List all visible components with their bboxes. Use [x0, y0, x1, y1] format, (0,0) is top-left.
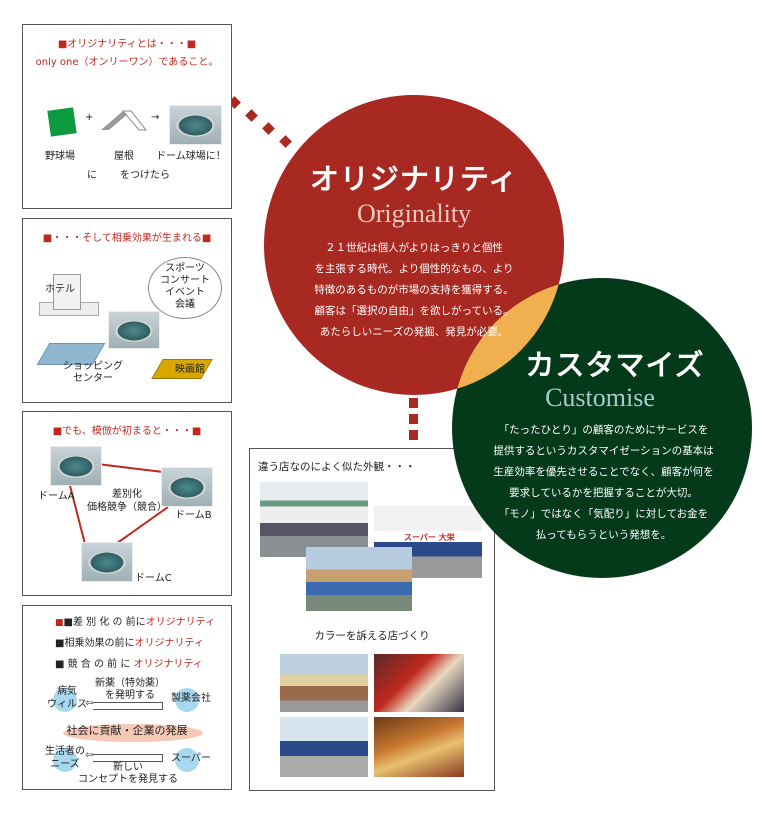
label-dome-c: ドームC [135, 573, 172, 584]
label-ni: に [87, 170, 97, 181]
speech-bubble [148, 257, 222, 319]
dome-photo [108, 311, 160, 349]
label-cinema: 映画館 [175, 364, 205, 375]
dome-photo [169, 105, 222, 145]
originality-title: オリジナリティ [309, 162, 519, 196]
panel-title: ■・・・そして相乗効果が生まれる■ [42, 233, 212, 244]
customise-title: カスタマイズ [525, 348, 705, 382]
label-dome-a: ドームA [38, 491, 75, 502]
left-arrow-icon [93, 754, 163, 762]
label-dome-b: ドームB [175, 510, 212, 521]
banner-ellipse [63, 724, 203, 742]
store-sign: スーパー 大栄 [404, 533, 455, 542]
line-1: ■■差 別 化 の 前にオリジナリティ [55, 617, 216, 628]
customise-subtitle: Customise [545, 383, 655, 412]
arrow-head: ⇦ [85, 698, 94, 709]
line-2: ■相乗効果の前にオリジナリティ [55, 638, 204, 649]
originality-subtitle: Originality [356, 199, 472, 228]
dome-b-photo [161, 467, 213, 507]
panel-subtitle: only one（オンリーワン）であること。 [35, 57, 219, 68]
store-photo-1 [260, 482, 368, 557]
panel-imitation: ■でも、模倣が初まると・・・■ ドームA ドームB ドームC 差別化価格競争（競… [22, 411, 232, 596]
store-photo-4 [280, 654, 368, 712]
originality-circle [264, 95, 564, 395]
caption-color-stores: カラーを訴える店づくり [314, 630, 430, 642]
store-photo-5 [374, 654, 464, 712]
label-roof: 屋根 [114, 151, 134, 162]
label-super: スーパー [171, 753, 211, 764]
arrow-head: ⇦ [85, 750, 94, 761]
banner-text: 社会に貢献・企業の発展 [66, 724, 188, 737]
plus-sign: + [85, 112, 94, 123]
dome-c-photo [81, 542, 133, 582]
left-arrow-icon [93, 702, 163, 710]
label-shopping: ショッピングセンター [63, 361, 123, 384]
roof-icon [101, 110, 147, 131]
label-hotel: ホテル [45, 284, 75, 295]
dome-a-photo [50, 446, 102, 486]
customise-circle [452, 278, 752, 578]
label-concept: 新しいコンセプトを発見する [78, 762, 178, 785]
store-photo-6 [280, 717, 368, 777]
label-competition: 差別化価格競争（競合） [87, 489, 167, 513]
originality-body: ２１世紀は個人がよりはっきりと個性を主張する時代。より個性的なもの、より特徴のあ… [314, 242, 514, 338]
hotel-icon [39, 274, 103, 319]
store-photo-3 [306, 547, 412, 611]
caption-similar-stores: 違う店なのによく似た外観・・・ [258, 461, 416, 473]
panel-stores: 違う店なのによく似た外観・・・ スーパー 大栄 カラーを訴える店づくり [249, 448, 495, 791]
label-disease: 病気ウィルス [47, 686, 87, 710]
line-3: ■ 競 合 の 前 に オリジナリティ [55, 659, 203, 670]
label-pharma: 製薬会社 [171, 693, 211, 704]
label-new-drug: 新薬（特効薬）を発明する [95, 678, 165, 701]
arrow: → [151, 112, 160, 123]
panel-title: ■オリジナリティとは・・・■ [57, 39, 197, 50]
label-dome: ドーム球場に！ [156, 151, 226, 162]
customise-body: 「たったひとり」の顧客のためにサービスを提供するというカスタマイゼーションの基本… [493, 424, 714, 541]
bubble-text: スポーツコンサートイベント会議 [160, 263, 210, 310]
panel-title: ■でも、模倣が初まると・・・■ [52, 426, 202, 437]
store-photo-7 [374, 717, 464, 777]
panel-originality-definition: ■オリジナリティとは・・・■ only one（オンリーワン）であること。 + … [22, 24, 232, 209]
label-field: 野球場 [45, 151, 75, 162]
panel-originality-first: ■■差 別 化 の 前にオリジナリティ ■相乗効果の前にオリジナリティ ■ 競 … [22, 605, 232, 790]
panel-synergy: ■・・・そして相乗効果が生まれる■ ホテル スポーツコンサートイベント会議 ショ… [22, 218, 232, 403]
label-tsuketara: をつけたら [120, 170, 170, 181]
label-needs: 生活者のニーズ [45, 746, 85, 770]
